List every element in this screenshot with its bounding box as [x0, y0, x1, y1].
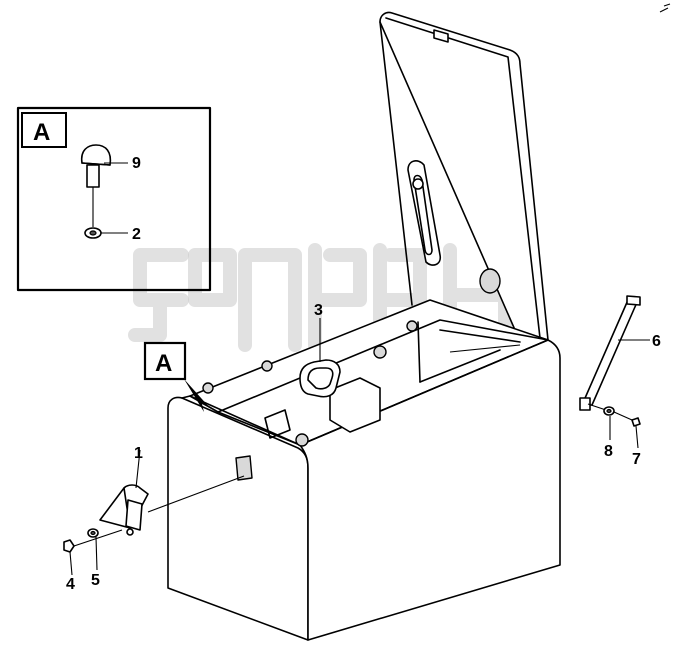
view-marker-box	[143, 341, 187, 381]
detail-label-box	[21, 112, 67, 148]
leader-5	[95, 536, 98, 571]
leader-1	[135, 449, 141, 489]
callout-3: 3	[314, 302, 323, 319]
battery-box	[147, 299, 561, 641]
detail-view-a: A 9 2	[16, 106, 212, 292]
callout-6: 6	[652, 333, 661, 350]
leader-7	[635, 425, 639, 449]
callout-2: 2	[132, 226, 141, 243]
support-rod-assembly: 6 8 7	[579, 295, 661, 468]
knob-part	[80, 144, 112, 227]
detail-frame	[16, 106, 212, 292]
callout-4: 4	[66, 576, 75, 593]
callout-5: 5	[91, 572, 100, 589]
callout-8: 8	[604, 443, 613, 460]
leader-4	[69, 551, 73, 576]
corner-mark	[659, 3, 671, 13]
lid	[379, 11, 549, 341]
latch-assembly: 1 5 4	[63, 445, 149, 593]
callout-9: 9	[132, 155, 141, 172]
callout-1: 1	[134, 445, 143, 462]
view-marker-a: A	[143, 341, 210, 412]
nut-part	[84, 227, 102, 239]
view-arrow-icon	[184, 379, 210, 412]
callout-7: 7	[632, 451, 641, 468]
view-marker-letter: A	[155, 350, 172, 377]
detail-view-letter: A	[33, 119, 50, 146]
